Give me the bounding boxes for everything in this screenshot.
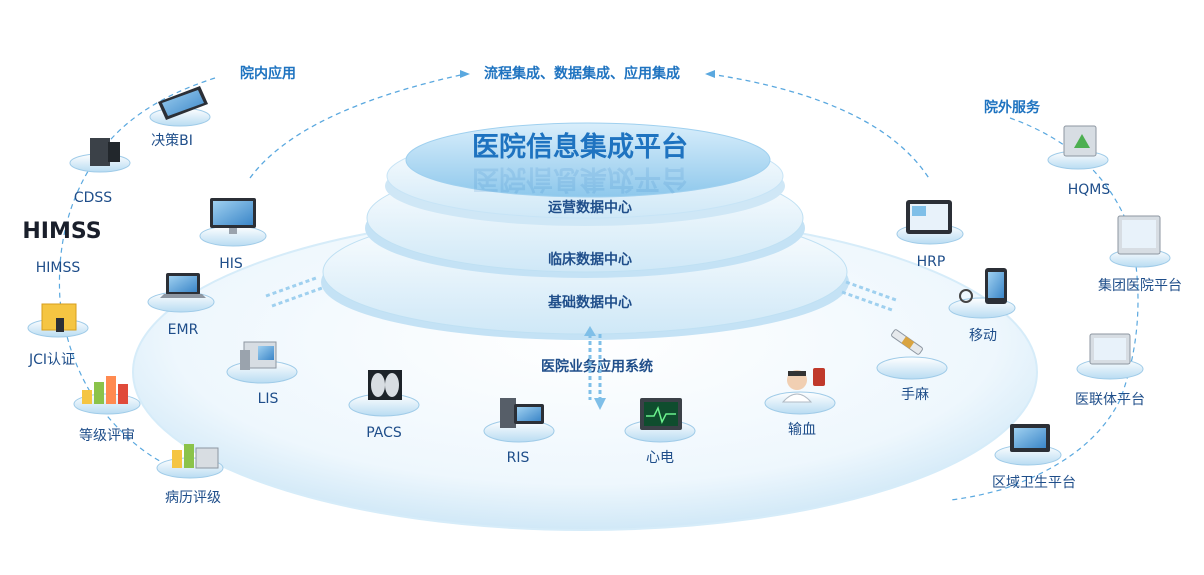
- layer-clinical-label: 临床数据中心: [548, 251, 632, 268]
- node-anesthesia-label: 手麻: [901, 387, 929, 403]
- node-group-label: 集团医院平台: [1098, 277, 1182, 294]
- layer-business-label: 医院业务应用系统: [541, 358, 653, 375]
- himss-logo: HIMSS: [22, 219, 101, 244]
- ecg-monitor-icon: [640, 398, 682, 430]
- workstation-icon: [500, 398, 544, 428]
- mobile-device-icon: [959, 268, 1007, 304]
- arrow-head-left-icon: [460, 70, 470, 78]
- union-computer-icon: [1089, 333, 1131, 365]
- right-orbit-line: [949, 117, 1139, 501]
- top-banner: 流程集成、数据集成、应用集成: [484, 65, 680, 82]
- platform-title-reflection: 医院信息集成平台: [472, 163, 688, 195]
- xray-film-icon: [368, 370, 402, 400]
- bar-chart-icon: [82, 376, 128, 404]
- vertical-data-arrows-icon: [588, 334, 602, 400]
- node-hrp-label: HRP: [917, 254, 946, 270]
- left-exchange-arrows-icon: [265, 276, 323, 308]
- node-grade-label: 等级评审: [79, 427, 135, 444]
- platform-title: 医院信息集成平台: [472, 131, 688, 163]
- outer-orbit-line: [249, 73, 931, 181]
- left-orbit-line: [58, 77, 216, 471]
- anesthesia-pad: [876, 356, 948, 380]
- left-group-label: 院内应用: [240, 65, 296, 82]
- node-hqms-label: HQMS: [1068, 182, 1111, 198]
- transfusion-pad: [764, 391, 836, 415]
- certificate-icon: [41, 303, 77, 332]
- tablet-icon: [906, 200, 952, 234]
- right-group-label: 院外服务: [984, 99, 1041, 116]
- right-exchange-arrows-icon: [841, 280, 897, 312]
- node-his-label: HIS: [219, 256, 243, 272]
- node-pacs-label: PACS: [366, 425, 402, 441]
- arrow-head-right-icon: [705, 70, 715, 78]
- hqms-server-icon: [1063, 125, 1097, 157]
- tier-top: [405, 122, 771, 198]
- arrow-up-icon: [584, 326, 596, 336]
- dashboard-tablet-icon: [158, 86, 208, 120]
- monitor-icon: [210, 198, 256, 234]
- node-cdss-label: CDSS: [74, 190, 112, 206]
- node-lis-label: LIS: [258, 391, 279, 407]
- server-icon: [90, 138, 120, 166]
- node-bi-label: 决策BI: [151, 132, 193, 149]
- node-ris-label: RIS: [507, 450, 530, 466]
- doctor-icon: [781, 368, 825, 403]
- layer-ops-label: 运营数据中心: [548, 199, 632, 216]
- syringe-icon: [891, 329, 923, 355]
- node-regional-label: 区域卫生平台: [992, 475, 1076, 491]
- node-transfusion-label: 输血: [788, 422, 816, 438]
- record-chart-icon: [172, 444, 219, 469]
- laptop-icon: [160, 273, 206, 298]
- regional-computer-icon: [1010, 424, 1050, 452]
- node-record-label: 病历评级: [165, 490, 221, 506]
- node-mobile-label: 移动: [969, 328, 997, 344]
- svg-text:HIMSS: HIMSS: [22, 219, 101, 244]
- layer-base-label: 基础数据中心: [548, 294, 632, 311]
- node-ecg-label: 心电: [646, 450, 674, 466]
- desktop-screen-icon: [1117, 215, 1161, 255]
- node-union-label: 医联体平台: [1075, 392, 1145, 408]
- node-himss-label: HIMSS: [36, 260, 81, 276]
- lab-analyzer-icon: [240, 341, 277, 370]
- arrow-down-icon: [594, 398, 606, 410]
- node-jci-label: JCI认证: [28, 352, 75, 368]
- node-emr-label: EMR: [168, 322, 199, 338]
